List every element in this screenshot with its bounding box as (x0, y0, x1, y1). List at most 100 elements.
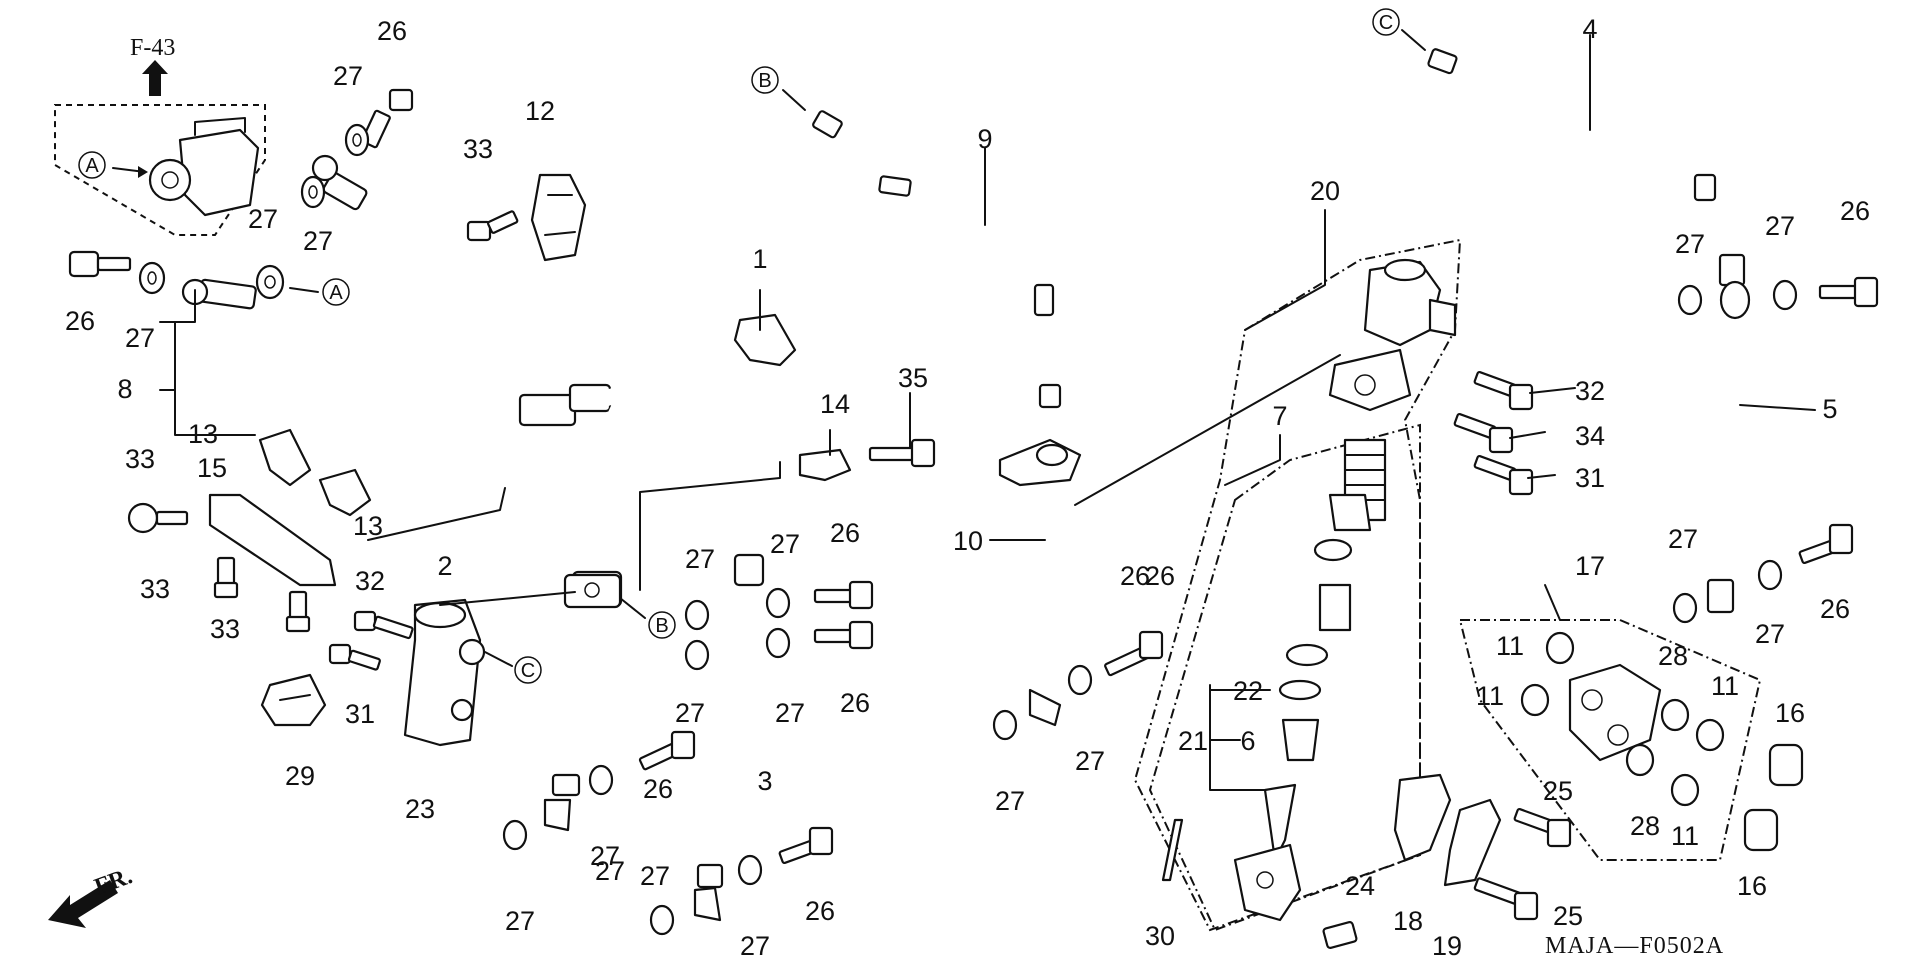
callout-number: 13 (188, 419, 218, 449)
center-bolts-26 (638, 580, 874, 865)
circle-b-ref-2: B (751, 66, 779, 94)
callout-number: 27 (995, 786, 1025, 816)
callout-number: 12 (525, 96, 555, 126)
callout-number: 11 (1496, 631, 1524, 661)
svg-text:C: C (1379, 12, 1393, 34)
circle-c-ref: C (514, 656, 542, 684)
callout-number: 26 (1120, 561, 1150, 591)
center-washers (502, 587, 791, 936)
callout-number: 27 (685, 544, 715, 574)
callout-number: 27 (770, 529, 800, 559)
callout-number: 25 (1543, 776, 1573, 806)
callout-number: 33 (140, 574, 170, 604)
callout-number: 7 (1272, 401, 1287, 431)
callout-number: 27 (505, 906, 535, 936)
callout-number: 21 (1178, 726, 1208, 756)
callout-number: 26 (830, 518, 860, 548)
bolt-26-top (361, 88, 414, 149)
part-29-grommet (260, 673, 327, 727)
callout-number: 26 (65, 306, 95, 336)
collars-28-11 (1520, 631, 1725, 807)
callout-number: 20 (1310, 176, 1340, 206)
callout-number: 28 (1658, 641, 1688, 671)
front-arrow-icon: FR. (48, 863, 136, 928)
callout-number: 27 (303, 226, 333, 256)
svg-text:A: A (329, 282, 343, 304)
callout-number: 27 (740, 931, 770, 960)
part-18-clamp (1393, 773, 1452, 862)
callout-number: 26 (1840, 196, 1870, 226)
callout-number: 11 (1711, 671, 1739, 701)
hose-10-fittings (998, 438, 1082, 727)
washers-hose-5 (1672, 279, 1798, 624)
bolt-31-left (328, 643, 381, 671)
hose-5-fittings (1706, 253, 1751, 614)
callout-number: 14 (820, 389, 850, 419)
callout-number: 27 (1668, 524, 1698, 554)
bolts-33-left (127, 502, 311, 633)
callout-number: 13 (353, 511, 383, 541)
callout-number: 1 (752, 244, 767, 274)
callout-number: 27 (590, 841, 620, 871)
callout-number: 26 (1820, 594, 1850, 624)
diagram-code: MAJA—F0502A (1545, 933, 1724, 959)
callout-number: 32 (355, 566, 385, 596)
callout-number: 33 (210, 614, 240, 644)
pipe-4-fittings (1427, 48, 1717, 202)
callout-number: 24 (1345, 871, 1375, 901)
part-15-plate (208, 493, 337, 587)
callout-number: 33 (463, 134, 493, 164)
part-13-bracket-b (318, 468, 372, 517)
bolt-33-a (466, 210, 519, 242)
callout-number: 32 (1575, 376, 1605, 406)
svg-text:C: C (521, 660, 535, 682)
reference-detail-box (54, 104, 266, 236)
hose-8-fittings (181, 154, 612, 427)
callout-number: 19 (1432, 931, 1462, 960)
callout-number: 6 (1240, 726, 1255, 756)
callout-number: 30 (1145, 921, 1175, 951)
callout-number: 27 (775, 698, 805, 728)
part-13-bracket-a (258, 428, 312, 487)
group-17-outline (1458, 619, 1762, 861)
callout-number: 9 (977, 124, 992, 154)
bolt-26-hose-10 (1104, 630, 1164, 677)
callout-number: 11 (1476, 681, 1504, 711)
callout-number: 25 (1553, 901, 1583, 931)
callout-number: 27 (1755, 619, 1785, 649)
callout-number: 15 (197, 453, 227, 483)
bolts-25 (1473, 807, 1572, 921)
callout-number: 27 (1075, 746, 1105, 776)
bolts-32-34-31 (1453, 370, 1534, 496)
callout-number: 27 (333, 61, 363, 91)
callout-number: 17 (1575, 551, 1605, 581)
callout-number: 11 (1671, 821, 1699, 851)
leader-lines (159, 34, 1816, 791)
part-23-valve (403, 598, 486, 747)
callout-number: 27 (248, 204, 278, 234)
svg-text:A: A (85, 155, 99, 177)
front-arrow-label: FR. (91, 863, 136, 900)
part-12-clamp (530, 173, 587, 262)
part-14-bracket (798, 448, 852, 482)
callout-number: 5 (1822, 394, 1837, 424)
callout-number: 26 (1145, 561, 1175, 591)
bolt-35 (868, 438, 936, 468)
svg-text:B: B (655, 615, 668, 637)
leader-line (1074, 354, 1341, 506)
group-7-outline (1148, 423, 1421, 932)
leader-line (782, 89, 806, 111)
callout-number: 10 (953, 526, 983, 556)
callout-number: 27 (1765, 211, 1795, 241)
callout-number: 18 (1393, 906, 1423, 936)
callout-labels: 26 27 27 27 12 33 26 27 8 13 15 33 13 2 … (65, 14, 1870, 960)
callout-number: 34 (1575, 421, 1605, 451)
callout-number: 31 (1575, 463, 1605, 493)
circle-a-ref: A (78, 151, 106, 179)
circle-a-ref-2: A (322, 278, 350, 306)
joint-block (1568, 663, 1662, 762)
callout-number: 26 (643, 774, 673, 804)
part-1-clip (733, 313, 797, 367)
svg-text:B: B (758, 70, 771, 92)
